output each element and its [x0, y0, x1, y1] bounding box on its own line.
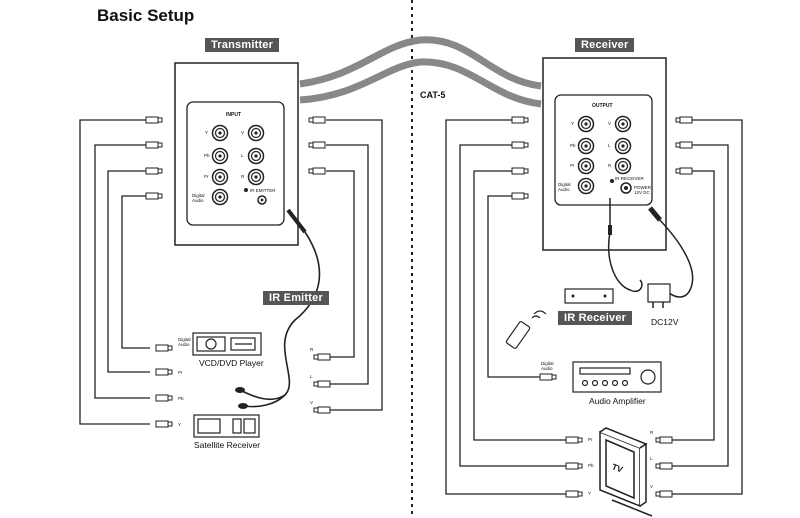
cat5-label: CAT-5	[420, 90, 446, 100]
tx-left-wires	[79, 119, 150, 425]
tx-jack-pb: Pb	[204, 153, 210, 158]
rx-right-wires	[672, 119, 743, 495]
rx-plug-v: V	[650, 484, 654, 489]
tx-plug-y: Y	[178, 422, 182, 427]
rx-plug-y: Y	[588, 491, 592, 496]
ir-emitter-label: IR Emitter	[263, 291, 329, 305]
tx-jack-l: L	[241, 153, 244, 158]
rx-jack-l: L	[608, 143, 611, 148]
receiver-unit	[542, 57, 667, 251]
tx-plug-v: V	[310, 400, 314, 405]
ir-emitter-cable	[239, 208, 321, 408]
audio-amplifier	[572, 361, 662, 393]
amplifier-label: Audio Amplifier	[589, 396, 646, 406]
rx-ir-port-label: IR RECEIVER	[615, 176, 644, 181]
dc-adapter	[648, 206, 694, 298]
power-adapter	[647, 283, 671, 303]
vcd-dvd-label: VCD/DVD Player	[199, 358, 264, 368]
cat5-cables	[299, 36, 542, 108]
rx-plug-pb: Pb	[588, 463, 594, 468]
tx-plug-pb: Pb	[178, 396, 184, 401]
tx-plug-digital: Digital Audio	[178, 337, 191, 347]
tx-jack-r: R	[241, 174, 245, 179]
rx-power-label: POWER 12V DC	[634, 185, 652, 195]
rx-jack-v: V	[608, 121, 612, 126]
tx-jack-v: V	[241, 130, 245, 135]
satellite-label: Satellite Receiver	[194, 440, 261, 450]
tx-ir-port-label: IR EMITTER	[250, 188, 276, 193]
tx-plug-r: R	[310, 347, 314, 352]
vcd-dvd-player	[192, 332, 262, 356]
tx-right-wires	[326, 119, 383, 411]
rx-plug-l: L	[650, 456, 653, 461]
satellite-receiver	[193, 414, 260, 438]
tv	[599, 427, 653, 517]
rx-plug-r: R	[650, 430, 654, 435]
tx-plug-pr: Pr	[178, 370, 183, 375]
tx-input-label: INPUT	[226, 112, 241, 118]
rx-plug-pr: Pr	[588, 437, 593, 442]
dc12v-label: DC12V	[651, 317, 679, 327]
ir-receiver	[608, 198, 643, 292]
remote-control	[505, 310, 547, 349]
rx-jack-pr: Pr	[570, 163, 575, 168]
transmitter-tag: Transmitter	[205, 38, 280, 52]
page-title: Basic Setup	[97, 6, 195, 25]
tx-jack-y: Y	[205, 130, 209, 135]
ir-receiver-label: IR Receiver	[558, 311, 633, 325]
rx-output-label: OUTPUT	[592, 103, 613, 109]
rx-jack-r: R	[608, 163, 612, 168]
rx-jack-digital: Digital Audio	[558, 182, 571, 192]
rx-jack-pb: Pb	[570, 143, 576, 148]
tx-jack-pr: Pr	[204, 174, 209, 179]
rx-left-wires	[445, 119, 566, 495]
tx-plug-l: L	[310, 374, 313, 379]
transmitter-unit	[174, 62, 299, 246]
rx-jack-y: Y	[571, 121, 575, 126]
ir-receiver-box	[564, 288, 614, 304]
rx-plug-digital: Digital Audio	[541, 361, 554, 371]
tx-jack-digital: Digital Audio	[192, 193, 205, 203]
receiver-tag: Receiver	[575, 38, 635, 52]
